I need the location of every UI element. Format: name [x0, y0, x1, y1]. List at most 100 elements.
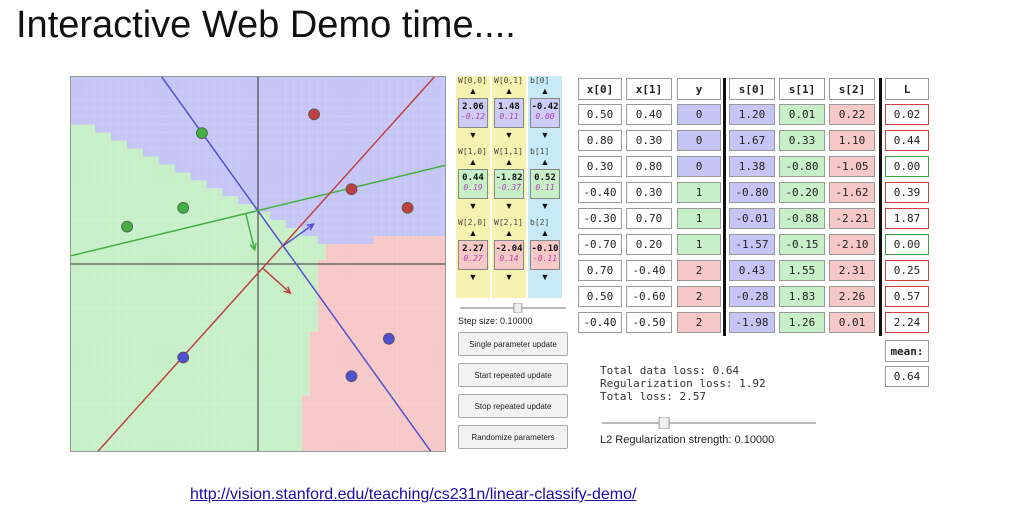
table-header-cell: y — [677, 78, 721, 100]
region-cell — [110, 100, 119, 109]
region-cell — [293, 283, 302, 292]
region-cell — [421, 252, 430, 261]
region-cell — [325, 347, 334, 356]
region-cell — [301, 196, 310, 205]
increment-arrow-icon[interactable]: ▲ — [468, 157, 478, 167]
region-cell — [293, 84, 302, 93]
increment-arrow-icon[interactable]: ▲ — [468, 228, 478, 238]
data-point[interactable] — [401, 202, 414, 214]
region-cell — [246, 124, 255, 133]
data-point[interactable] — [383, 332, 395, 345]
region-cell — [118, 140, 127, 149]
region-cell — [142, 92, 151, 101]
region-cell — [301, 188, 310, 197]
region-cell — [126, 100, 135, 109]
region-cell — [357, 427, 366, 436]
data-point[interactable] — [345, 370, 358, 383]
region-cell — [110, 204, 119, 213]
increment-arrow-icon[interactable]: ▲ — [540, 157, 550, 167]
region-cell — [325, 228, 334, 237]
region-cell — [110, 220, 119, 229]
data-point[interactable] — [177, 202, 190, 214]
region-cell — [78, 443, 87, 451]
region-cell — [71, 156, 79, 165]
region-cell — [126, 84, 135, 93]
region-cell — [78, 387, 87, 396]
decrement-arrow-icon[interactable]: ▼ — [540, 201, 550, 211]
data-point[interactable] — [308, 108, 320, 121]
region-cell — [150, 196, 159, 205]
region-cell — [293, 291, 302, 300]
region-cell — [118, 403, 127, 412]
data-point[interactable] — [177, 351, 190, 364]
increment-arrow-icon[interactable]: ▲ — [468, 86, 478, 96]
region-cell — [309, 180, 318, 189]
region-cell — [230, 92, 239, 101]
region-cell — [349, 299, 358, 308]
region-cell — [230, 228, 239, 237]
region-cell — [269, 156, 278, 165]
region-cell — [389, 236, 398, 245]
region-cell — [222, 77, 231, 85]
region-cell — [421, 411, 430, 420]
step-size-slider[interactable] — [458, 300, 568, 314]
data-point[interactable] — [121, 220, 133, 233]
region-cell — [142, 379, 151, 388]
decrement-arrow-icon[interactable]: ▼ — [468, 272, 478, 282]
region-cell — [373, 331, 382, 340]
region-cell — [71, 387, 79, 396]
region-cell — [71, 331, 79, 340]
region-cell — [198, 411, 207, 420]
region-cell — [94, 323, 103, 332]
decrement-arrow-icon[interactable]: ▼ — [504, 130, 514, 140]
increment-arrow-icon[interactable]: ▲ — [504, 86, 514, 96]
increment-arrow-icon[interactable]: ▲ — [540, 86, 550, 96]
region-cell — [285, 379, 294, 388]
region-cell — [94, 108, 103, 117]
increment-arrow-icon[interactable]: ▲ — [540, 228, 550, 238]
regularization-slider[interactable] — [600, 416, 818, 430]
decrement-arrow-icon[interactable]: ▼ — [540, 130, 550, 140]
region-cell — [261, 92, 270, 101]
region-cell — [94, 164, 103, 173]
region-cell — [174, 419, 183, 428]
demo-url-link[interactable]: http://vision.stanford.edu/teaching/cs23… — [190, 486, 637, 503]
start-repeated-update-button[interactable]: Start repeated update — [458, 363, 568, 387]
region-cell — [190, 148, 199, 157]
increment-arrow-icon[interactable]: ▲ — [504, 157, 514, 167]
stop-repeated-update-button[interactable]: Stop repeated update — [458, 394, 568, 418]
decrement-arrow-icon[interactable]: ▼ — [504, 201, 514, 211]
randomize-parameters-button[interactable]: Randomize parameters — [458, 425, 568, 449]
region-cell — [86, 108, 95, 117]
region-cell — [158, 148, 167, 157]
region-cell — [373, 283, 382, 292]
region-cell — [365, 108, 374, 117]
decrement-arrow-icon[interactable]: ▼ — [468, 201, 478, 211]
region-cell — [341, 291, 350, 300]
region-cell — [373, 435, 382, 444]
region-cell — [261, 252, 270, 261]
classifier-plot[interactable] — [70, 76, 446, 452]
region-cell — [421, 148, 430, 157]
region-cell — [126, 188, 135, 197]
region-cell — [182, 188, 191, 197]
region-cell — [277, 77, 286, 85]
decrement-arrow-icon[interactable]: ▼ — [504, 272, 514, 282]
decrement-arrow-icon[interactable]: ▼ — [468, 130, 478, 140]
increment-arrow-icon[interactable]: ▲ — [504, 228, 514, 238]
region-cell — [437, 363, 445, 372]
region-cell — [150, 427, 159, 436]
single-parameter-update-button[interactable]: Single parameter update — [458, 332, 568, 356]
decrement-arrow-icon[interactable]: ▼ — [540, 272, 550, 282]
region-cell — [413, 220, 422, 229]
region-cell — [349, 403, 358, 412]
table-cell: 2 — [677, 286, 721, 307]
region-cell — [246, 244, 255, 253]
region-cell — [421, 275, 430, 284]
data-point[interactable] — [345, 183, 358, 196]
region-cell — [429, 299, 438, 308]
region-cell — [158, 395, 167, 404]
region-cell — [126, 148, 135, 157]
data-point[interactable] — [196, 127, 208, 139]
region-cell — [357, 419, 366, 428]
